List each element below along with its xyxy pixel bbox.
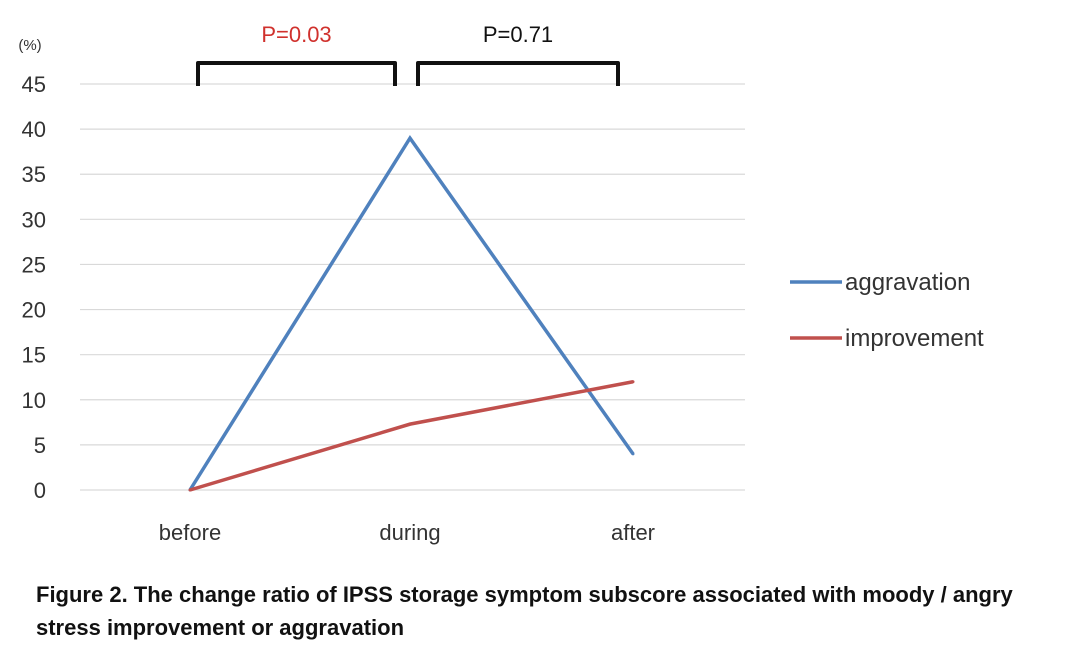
improvement-line [189, 380, 634, 492]
bracket [196, 61, 397, 86]
legend-label: aggravation [845, 269, 970, 296]
aggravation-line [188, 134, 635, 491]
x-tick-label: after [611, 520, 655, 545]
improvement-point [188, 488, 192, 492]
y-tick-label: 40 [22, 117, 46, 142]
y-tick-label: 25 [22, 252, 46, 277]
line-chart: (%) 0 5 10 15 20 25 30 35 40 45 before during after… [18, 22, 984, 545]
data-series [188, 134, 635, 492]
p-value-label: P=0.03 [261, 22, 331, 47]
y-tick-label: 15 [22, 343, 46, 368]
y-tick-label: 10 [22, 388, 46, 413]
x-axis-ticks: before during after [159, 520, 655, 545]
y-tick-label: 35 [22, 162, 46, 187]
improvement-point [408, 422, 412, 426]
y-tick-label: 5 [34, 433, 46, 458]
legend-label: improvement [845, 325, 984, 352]
legend: aggravation improvement [790, 269, 984, 352]
y-tick-label: 20 [22, 298, 46, 323]
bracket [416, 61, 620, 86]
p-value-label: P=0.71 [483, 22, 553, 47]
aggravation-point [631, 452, 635, 456]
improvement-point [631, 380, 635, 384]
gridlines [80, 83, 745, 491]
aggravation-point [408, 136, 412, 140]
y-tick-label: 30 [22, 207, 46, 232]
significance-brackets: P=0.03 P=0.71 [196, 22, 620, 86]
y-axis-ticks: 0 5 10 15 20 25 30 35 40 45 [22, 72, 46, 503]
y-axis-unit: (%) [18, 37, 41, 54]
y-tick-label: 45 [22, 72, 46, 97]
figure-caption: Figure 2. The change ratio of IPSS stora… [36, 582, 1013, 640]
y-tick-label: 0 [34, 478, 46, 503]
x-tick-label: before [159, 520, 221, 545]
x-tick-label: during [379, 520, 440, 545]
